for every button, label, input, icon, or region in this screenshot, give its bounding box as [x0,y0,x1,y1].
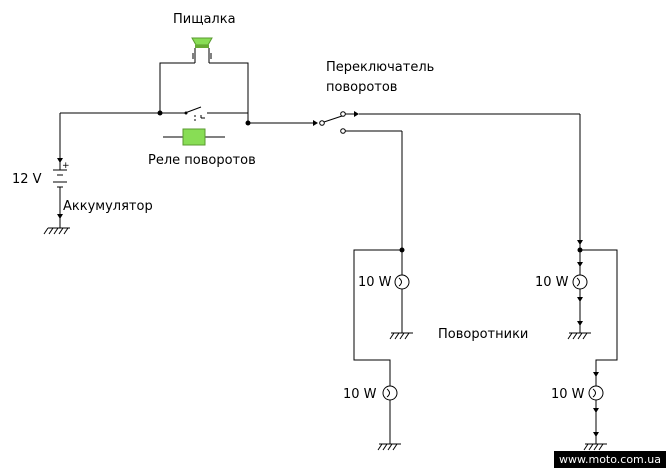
lamp-right-front-label: 10 W [535,275,569,290]
lamp-right-rear [588,385,604,401]
turn-switch [319,111,580,134]
relay-label: Реле поворотов [148,153,256,168]
ground-symbol [43,227,70,235]
watermark: www.moto.com.ua [554,451,666,468]
ground-symbol [389,332,413,340]
battery: + [53,113,70,228]
buzzer-label: Пищалка [173,12,236,27]
voltage-label: 12 V [12,172,42,187]
ground-symbol [377,443,401,451]
lamp-left-front-label: 10 W [358,275,392,290]
lamp-right-rear-label: 10 W [551,387,585,402]
ground-symbol [583,443,607,451]
relay-coil [182,128,206,146]
buzzer [159,37,249,123]
switch-label-line1: Переключатель [326,60,434,75]
switch-label-line2: поворотов [326,80,397,95]
left-lamp-circuit [353,131,405,444]
lamp-left-front [394,274,410,290]
lamp-left-rear [382,385,398,401]
relay [60,106,248,146]
lamp-left-rear-label: 10 W [343,387,377,402]
ground-symbol [567,332,591,340]
right-lamp-circuit [577,114,618,444]
turn-signals-label: Поворотники [438,327,528,342]
lamp-right-front [572,274,588,290]
svg-text:+: + [62,161,70,171]
battery-label: Аккумулятор [63,199,153,214]
